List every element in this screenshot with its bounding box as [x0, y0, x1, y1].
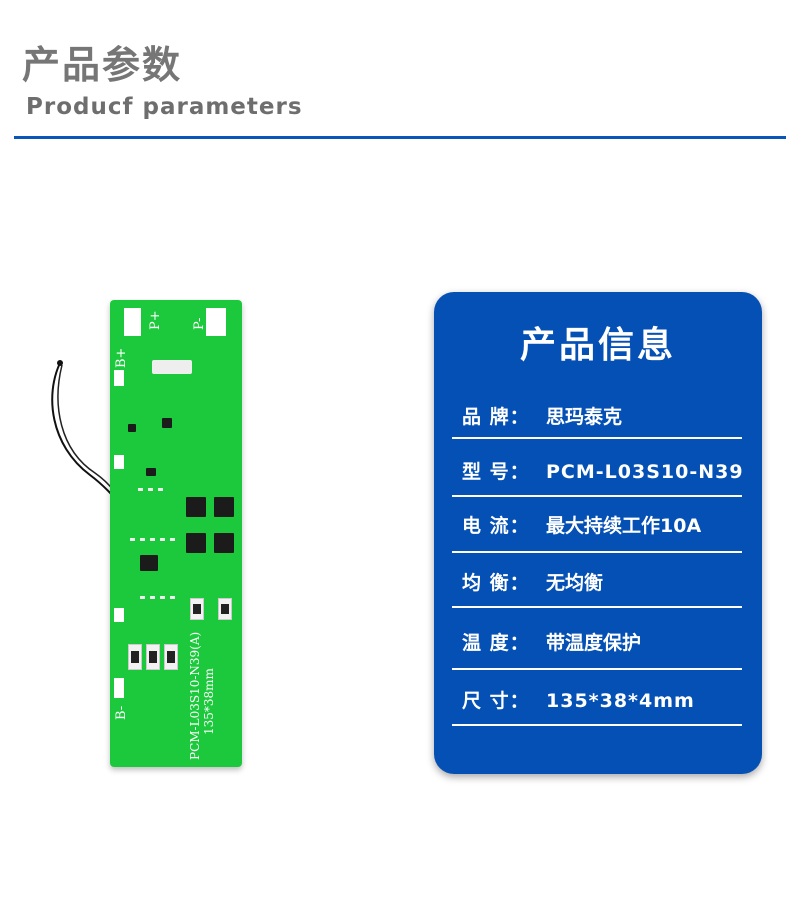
info-row-model: 型 号： PCM-L03S10-N39 [462, 457, 744, 484]
silk-model: PCM-L03S10-N39(A) [188, 631, 202, 760]
row-label: 型 号： [462, 461, 530, 483]
card-title: 产品信息 [519, 325, 676, 366]
row-divider [452, 724, 742, 726]
section-subtitle: Producf parameters [26, 94, 303, 120]
row-divider [452, 495, 742, 497]
info-row-current: 电 流： 最大持续工作10A [462, 511, 701, 538]
row-label: 电 流： [462, 515, 530, 537]
row-label: 均 衡： [462, 572, 530, 594]
row-value: 135*38*4mm [546, 690, 695, 712]
row-value: 最大持续工作10A [546, 515, 702, 537]
pcb-board-image: P+ P- B+ B- PCM-L03S10-N39(A) 135*38mm [110, 300, 242, 767]
header-divider [14, 136, 786, 139]
row-divider [452, 551, 742, 553]
info-row-balance: 均 衡： 无均衡 [462, 568, 603, 595]
row-value: 带温度保护 [546, 632, 642, 654]
row-label: 温 度： [462, 632, 530, 654]
info-row-temperature: 温 度： 带温度保护 [462, 628, 641, 655]
silk-p-plus: P+ [148, 310, 163, 330]
row-value: PCM-L03S10-N39 [546, 461, 744, 483]
info-row-size: 尺 寸： 135*38*4mm [462, 686, 695, 713]
product-info-card: 产品信息 品 牌： 思玛泰克 型 号： PCM-L03S10-N39 电 流： 最大持… [434, 292, 762, 774]
silk-p-minus: P- [192, 317, 207, 330]
row-label: 品 牌： [462, 406, 530, 428]
row-divider [452, 606, 742, 608]
row-divider [452, 437, 742, 439]
row-value: 思玛泰克 [546, 406, 623, 428]
info-row-brand: 品 牌： 思玛泰克 [462, 402, 622, 429]
silk-b-plus: B+ [114, 347, 129, 368]
silk-size: 135*38mm [202, 668, 216, 735]
row-divider [452, 668, 742, 670]
row-label: 尺 寸： [462, 690, 530, 712]
section-title: 产品参数 [22, 43, 183, 87]
silk-b-minus: B- [114, 705, 129, 720]
row-value: 无均衡 [546, 572, 604, 594]
